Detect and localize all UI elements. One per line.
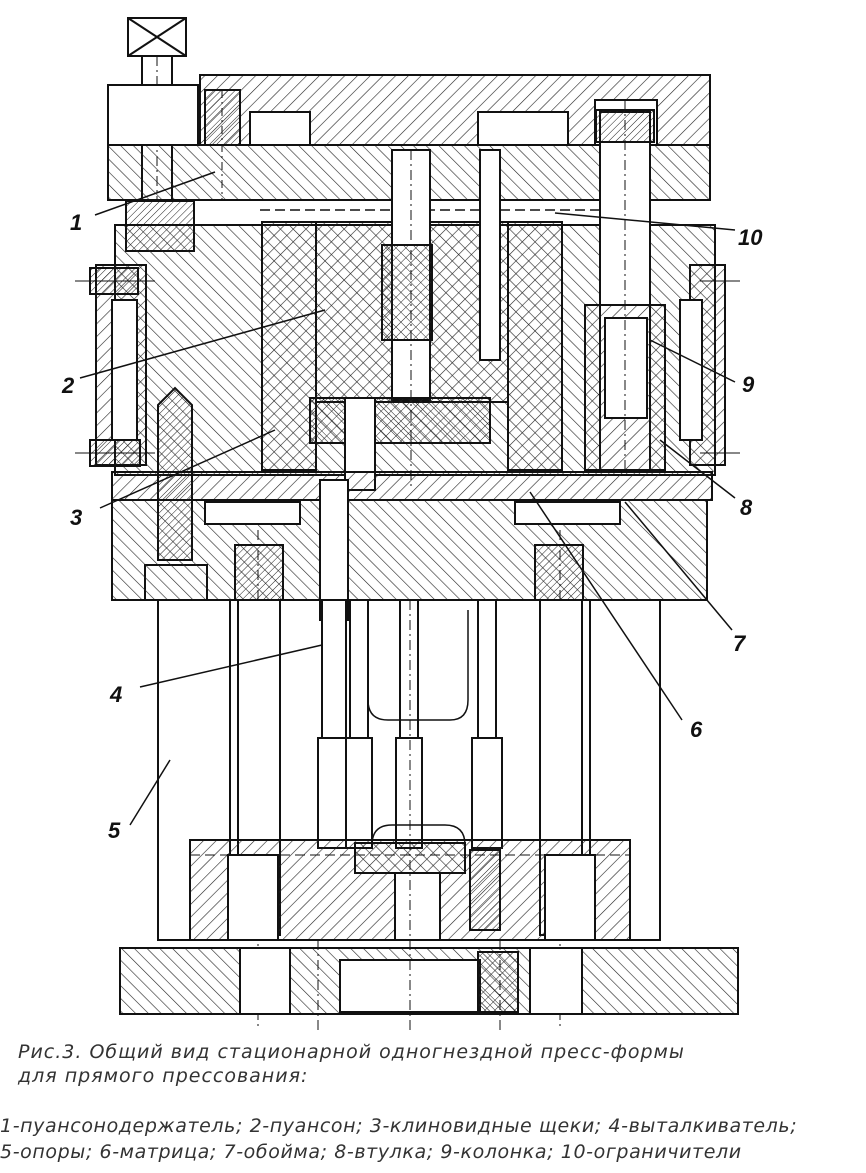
legend-line-1: 1-пуансонодержатель; 2-пуансон; 3-клинов… <box>0 1115 798 1137</box>
figure-caption-line-1: Рис.3. Общий вид стационарной одногнездн… <box>18 1041 685 1063</box>
callout-7: 7 <box>733 631 747 656</box>
column <box>584 100 666 475</box>
punch <box>309 149 509 491</box>
callout-5: 5 <box>108 818 121 843</box>
callout-9: 9 <box>742 372 755 397</box>
press-mold-drawing: 1 2 3 4 5 6 7 8 9 10 <box>61 17 763 1030</box>
leader-lines <box>79 171 736 826</box>
legend-line-2: 5-опоры; 6-матрица; 7-обойма; 8-втулка; … <box>0 1141 742 1163</box>
base-plate <box>119 600 739 1030</box>
callout-1: 1 <box>70 210 82 235</box>
figure-caption-line-2: для прямого прессования: <box>18 1065 309 1087</box>
callout-6: 6 <box>690 717 703 742</box>
side-bars <box>75 264 740 467</box>
ejector-rods <box>317 599 503 849</box>
callout-4: 4 <box>109 682 122 707</box>
callout-10: 10 <box>738 225 763 250</box>
callout-8: 8 <box>740 495 753 520</box>
callout-2: 2 <box>61 373 75 398</box>
callout-3: 3 <box>70 505 82 530</box>
matrix-plate <box>111 471 713 621</box>
